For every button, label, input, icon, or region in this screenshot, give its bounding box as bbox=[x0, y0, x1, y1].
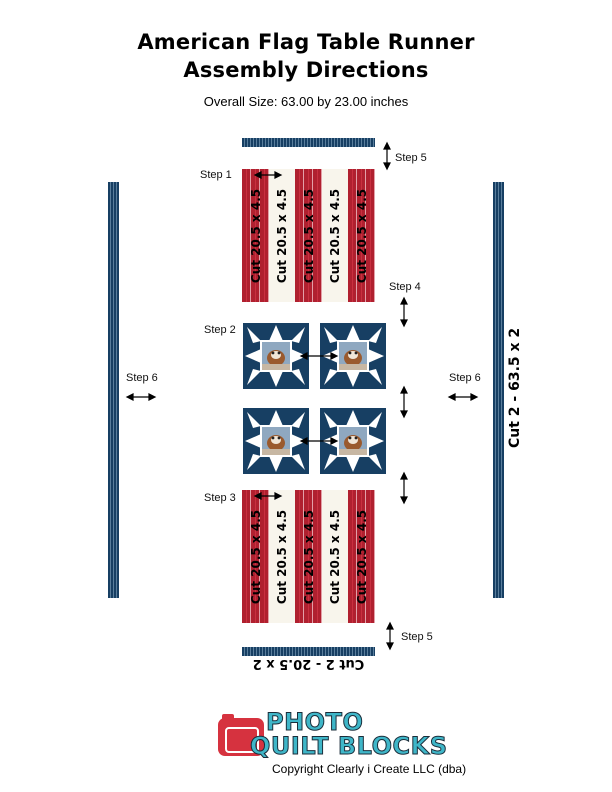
logo-line-2: QUILT BLOCKS bbox=[250, 732, 448, 760]
step2-arrow-lower bbox=[299, 437, 339, 445]
overall-size-subtitle: Overall Size: 63.00 by 23.00 inches bbox=[203, 94, 409, 109]
page-title: American Flag Table Runner Assembly Dire… bbox=[0, 28, 612, 84]
step4-arrow-1 bbox=[400, 296, 408, 328]
red-strip: Cut 20.5 x 4.5 bbox=[295, 490, 322, 623]
step2-label: Step 2 bbox=[204, 324, 236, 336]
step6-left-arrow bbox=[125, 393, 157, 401]
step5-top-arrow bbox=[383, 141, 391, 171]
red-strip: Cut 20.5 x 4.5 bbox=[242, 169, 269, 302]
step1-arrow bbox=[253, 171, 283, 179]
step3-arrow bbox=[253, 492, 283, 500]
cream-strip: Cut 20.5 x 4.5 bbox=[269, 490, 295, 623]
side-border-label: Cut 2 - 63.5 x 2 bbox=[507, 327, 523, 448]
copyright-text: Copyright Clearly i Create LLC (dba) bbox=[272, 762, 467, 776]
side-border-label-wrap: Cut 2 - 63.5 x 2 bbox=[455, 328, 575, 448]
bottom-end-border bbox=[242, 647, 375, 656]
end-border-label-wrap: Cut 2 - 20.5 x 2 bbox=[242, 656, 375, 671]
red-strip: Cut 20.5 x 4.5 bbox=[242, 490, 269, 623]
cream-strip: Cut 20.5 x 4.5 bbox=[322, 490, 348, 623]
star-block bbox=[243, 323, 309, 389]
step4-label: Step 4 bbox=[389, 281, 421, 293]
top-end-border bbox=[242, 138, 375, 147]
red-strip: Cut 20.5 x 4.5 bbox=[348, 490, 375, 623]
step4-arrow-2 bbox=[400, 385, 408, 419]
cream-strip: Cut 20.5 x 4.5 bbox=[269, 169, 295, 302]
logo-wordmark-2: QUILT BLOCKS bbox=[250, 732, 448, 760]
step5-top-label: Step 5 bbox=[395, 152, 427, 164]
step6-right-label: Step 6 bbox=[449, 372, 481, 384]
title-line-2: Assembly Directions bbox=[183, 58, 429, 82]
star-block bbox=[243, 408, 309, 474]
bottom-strip-set: Cut 20.5 x 4.5 Cut 20.5 x 4.5 Cut 20.5 x… bbox=[242, 490, 375, 623]
red-strip: Cut 20.5 x 4.5 bbox=[348, 169, 375, 302]
step5-bottom-arrow bbox=[386, 621, 394, 651]
step3-label: Step 3 bbox=[204, 492, 236, 504]
title-line-1: American Flag Table Runner bbox=[137, 30, 475, 54]
camera-icon bbox=[216, 712, 268, 758]
step6-right-arrow bbox=[447, 393, 479, 401]
step2-arrow-upper bbox=[299, 352, 339, 360]
step1-label: Step 1 bbox=[200, 169, 232, 181]
step4-arrow-3 bbox=[400, 471, 408, 505]
cream-strip: Cut 20.5 x 4.5 bbox=[322, 169, 348, 302]
end-border-label: Cut 2 - 20.5 x 2 bbox=[252, 656, 365, 671]
right-side-border bbox=[493, 182, 504, 598]
top-strip-set: Cut 20.5 x 4.5 Cut 20.5 x 4.5 Cut 20.5 x… bbox=[242, 169, 375, 302]
red-strip: Cut 20.5 x 4.5 bbox=[295, 169, 322, 302]
left-side-border bbox=[108, 182, 119, 598]
logo-line-1: PHOTO bbox=[265, 708, 364, 736]
logo-wordmark: PHOTO bbox=[265, 708, 364, 736]
step6-left-label: Step 6 bbox=[126, 372, 158, 384]
step5-bottom-label: Step 5 bbox=[401, 631, 433, 643]
